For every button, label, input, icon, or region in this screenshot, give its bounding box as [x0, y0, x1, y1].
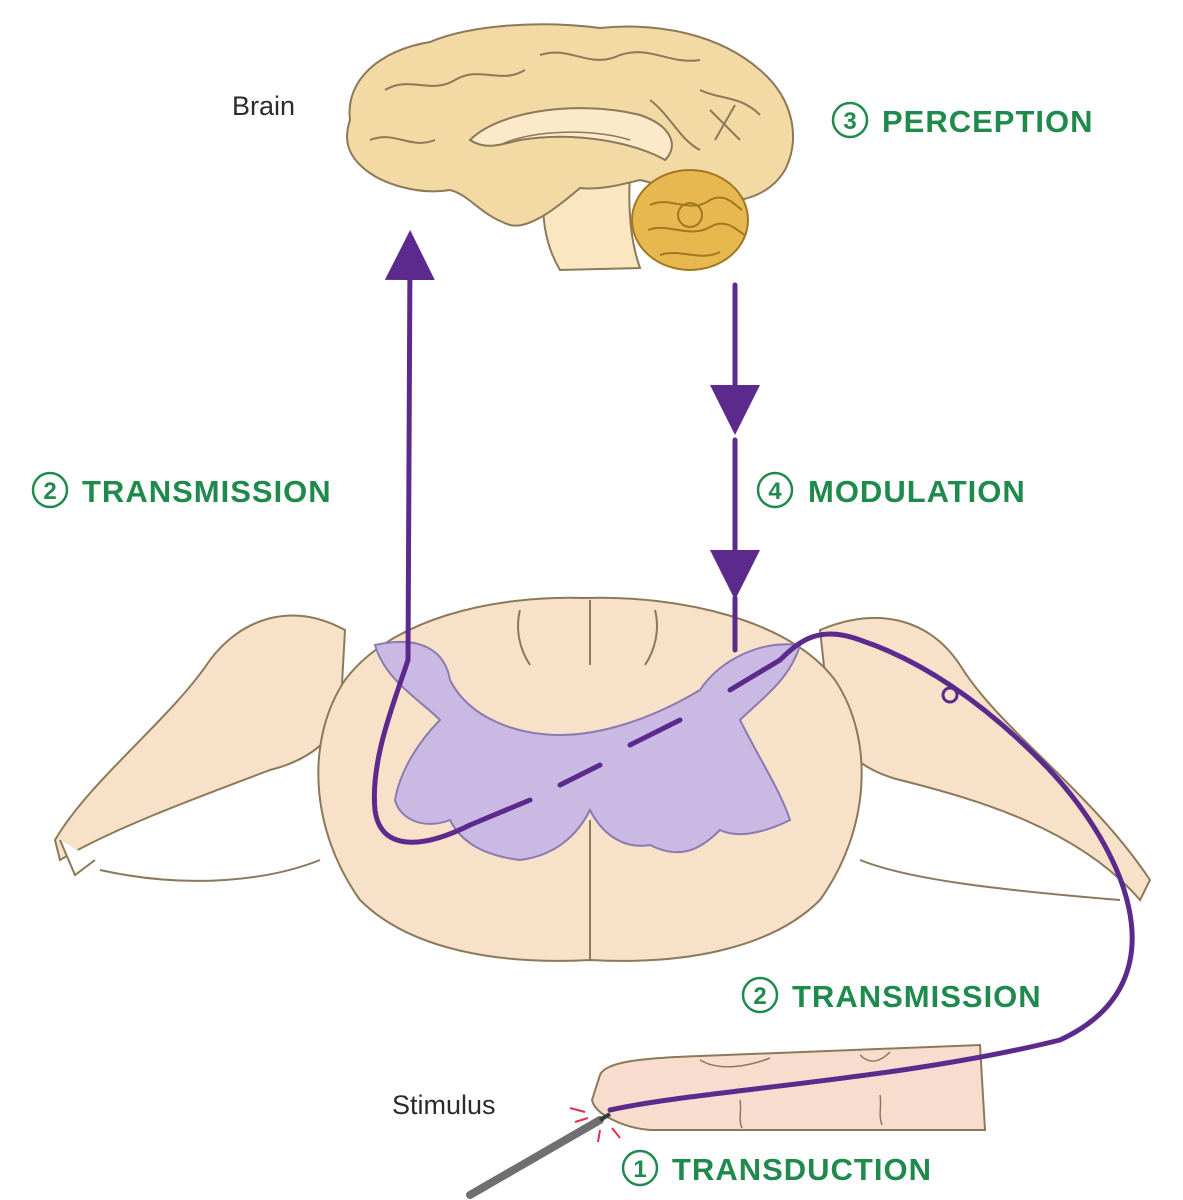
- cerebellum: [631, 169, 749, 271]
- dorsal-root-ganglion: [941, 686, 959, 704]
- nociceptive-pathway: [371, 230, 1135, 1113]
- brain-label: Brain: [232, 91, 295, 121]
- step-number-badge: [831, 101, 869, 139]
- step-number-badge: [31, 471, 69, 509]
- crossing-segment: [627, 717, 683, 748]
- step-perception: 3 PERCEPTION: [831, 101, 1094, 139]
- crossing-segment: [557, 762, 603, 788]
- step-label: PERCEPTION: [882, 104, 1094, 139]
- step-number: 2: [43, 478, 56, 505]
- step-number: 1: [633, 1156, 646, 1183]
- step-number-badge: [621, 1149, 659, 1187]
- step-label: MODULATION: [808, 474, 1026, 509]
- step-number-badge: [756, 471, 794, 509]
- step-modulation: 4 MODULATION: [756, 471, 1026, 509]
- ascending-fiber: [371, 230, 473, 845]
- step-number: 2: [753, 983, 766, 1010]
- stimulus-burst-icon: [569, 1107, 621, 1143]
- step-label: TRANSMISSION: [82, 474, 332, 509]
- step-number: 4: [768, 478, 782, 505]
- spinal-cord-cross-section: [53, 596, 1152, 962]
- step-label: TRANSDUCTION: [672, 1152, 932, 1187]
- crossing-segment: [467, 797, 533, 828]
- step-transmission-peripheral: 2 TRANSMISSION: [741, 976, 1042, 1014]
- step-number-badge: [741, 976, 779, 1014]
- finger-illustration: [590, 1043, 987, 1131]
- stimulus-label: Stimulus: [392, 1090, 496, 1120]
- step-transduction: 1 TRANSDUCTION: [621, 1149, 932, 1187]
- needle: [466, 1112, 612, 1199]
- step-label: TRANSMISSION: [792, 979, 1042, 1014]
- step-transmission-ascending: 2 TRANSMISSION: [31, 471, 332, 509]
- step-number: 3: [843, 108, 856, 135]
- brain-illustration: [346, 23, 794, 272]
- peripheral-afferent-fiber: [607, 631, 1135, 1113]
